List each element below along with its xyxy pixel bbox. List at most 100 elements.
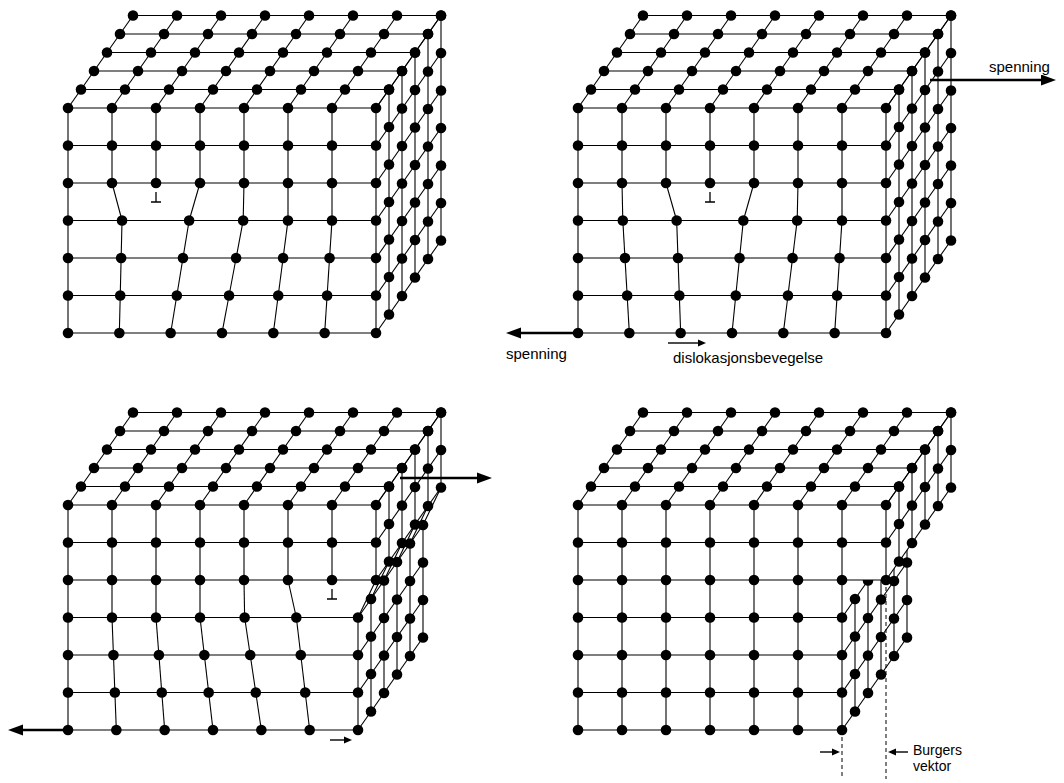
atom	[661, 537, 672, 548]
block-faces	[578, 16, 951, 184]
atom	[946, 445, 957, 456]
lattice-bond	[155, 108, 156, 146]
lattice-bond	[842, 638, 907, 731]
atom	[327, 500, 338, 511]
lattice-bond	[287, 505, 288, 543]
atom	[221, 66, 232, 77]
lattice-bond	[371, 562, 389, 600]
lattice-bond	[204, 655, 208, 693]
atom	[757, 29, 768, 40]
atom	[195, 140, 206, 151]
lattice-bond	[577, 108, 578, 146]
atom	[423, 29, 434, 40]
atom	[881, 253, 892, 264]
lattice-bond	[357, 655, 358, 693]
lattice-bond	[414, 53, 415, 91]
lattice-bond	[200, 618, 204, 656]
lattice-bond	[67, 693, 68, 731]
atom	[252, 481, 263, 492]
atom	[397, 463, 408, 474]
atom	[687, 66, 698, 77]
atom	[622, 290, 633, 301]
atom	[788, 444, 799, 455]
atom	[291, 426, 302, 437]
atom	[156, 687, 167, 698]
lattice-bond	[199, 146, 200, 184]
atom	[335, 426, 346, 437]
atom	[327, 215, 338, 226]
lattice-bond	[577, 146, 578, 184]
lattice-bond	[937, 34, 938, 72]
atom	[792, 215, 803, 226]
lattice-bond	[401, 221, 402, 259]
atom	[63, 612, 74, 623]
lattice-bond	[440, 128, 441, 166]
atom	[806, 481, 817, 492]
lattice-bond	[401, 71, 402, 109]
atom	[788, 47, 799, 58]
lattice-bond	[577, 221, 578, 259]
atom	[787, 253, 798, 264]
lattice-bond	[885, 505, 886, 543]
atom	[749, 725, 760, 736]
lattice-bond	[709, 543, 710, 581]
lattice-bond	[112, 16, 177, 109]
atom	[195, 612, 206, 623]
atom	[894, 272, 905, 283]
lattice-bond	[409, 544, 410, 582]
atom	[410, 47, 421, 58]
lattice-bond	[666, 16, 731, 109]
lattice-bond	[376, 91, 441, 184]
lattice-bond	[842, 413, 907, 506]
atom	[894, 84, 905, 95]
lattice-bond	[177, 258, 183, 296]
atom	[832, 290, 843, 301]
atom	[946, 10, 957, 21]
lattice-bond	[924, 53, 925, 91]
lattice-bond	[841, 618, 842, 656]
lattice-bond	[797, 505, 798, 543]
lattice-bond	[950, 413, 951, 451]
atom	[946, 198, 957, 209]
dashed-marker	[886, 587, 887, 779]
atom	[726, 10, 737, 21]
atom	[245, 650, 256, 661]
atom	[63, 140, 74, 151]
lattice-bond	[885, 108, 886, 146]
lattice-bond	[665, 146, 666, 184]
force-arrow	[400, 477, 477, 480]
atom	[340, 481, 351, 492]
lattice-bond	[797, 146, 798, 184]
arrow-head	[1041, 75, 1056, 86]
atom	[749, 500, 760, 511]
atom	[410, 272, 421, 283]
atom	[573, 178, 584, 189]
lattice-bond	[331, 108, 332, 146]
lattice-bond	[937, 184, 938, 222]
atom	[366, 706, 377, 717]
atom	[793, 140, 804, 151]
atom	[309, 463, 320, 474]
lattice-bond	[375, 221, 376, 259]
atom	[661, 687, 672, 698]
atom	[217, 328, 228, 339]
atom	[749, 103, 760, 114]
lattice-bond	[155, 580, 156, 618]
atom	[902, 407, 913, 418]
lattice-atoms	[573, 103, 892, 339]
lattice-bond	[388, 524, 389, 562]
atom	[669, 29, 680, 40]
lattice-bond	[288, 580, 296, 618]
atom	[586, 84, 597, 95]
block-face	[578, 16, 951, 109]
atom	[392, 10, 403, 21]
atom	[881, 500, 892, 511]
atom	[661, 575, 672, 586]
atom	[770, 407, 781, 418]
atom	[231, 253, 242, 264]
lattice-bond	[842, 16, 907, 109]
lattice-bond	[623, 221, 625, 259]
lattice-bond	[375, 505, 376, 543]
atom	[876, 444, 887, 455]
arrow-head	[888, 749, 896, 756]
